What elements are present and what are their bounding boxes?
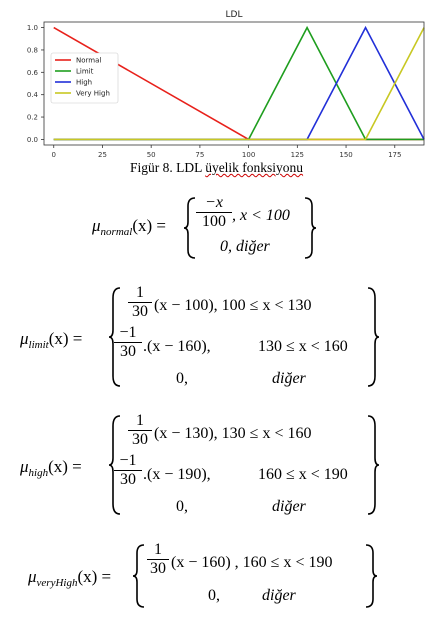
denominator: 30 xyxy=(120,471,136,488)
fraction: 1 30 xyxy=(147,541,169,578)
formula-normal: μnormal(x) = −x 100 , x < 100 0, diğer xyxy=(0,190,433,265)
case2-value: 0, xyxy=(208,587,220,604)
denominator: 30 xyxy=(132,303,148,320)
formula-veryhigh-lhs: μveryHigh(x) = xyxy=(28,567,111,589)
x-tick-label: 25 xyxy=(98,151,107,159)
x-tick-label: 75 xyxy=(195,151,204,159)
legend-label: High xyxy=(76,79,92,87)
formula-veryhigh: μveryHigh(x) = 1 30 (x − 160) , 160 ≤ x … xyxy=(0,540,433,615)
otherwise-case: 0, diğer xyxy=(220,238,270,255)
mu-subscript: normal xyxy=(100,226,133,238)
legend-label: Limit xyxy=(76,68,94,76)
numerator: −1 xyxy=(119,452,137,469)
numerator: −1 xyxy=(119,324,137,341)
formula-high-lhs: μhigh(x) = xyxy=(20,457,82,479)
case3-otherwise: diğer xyxy=(272,370,306,387)
argument: (x) = xyxy=(132,216,166,235)
denominator: 30 xyxy=(132,431,148,448)
numerator: 1 xyxy=(154,541,162,558)
case1-expression: (x − 100), 100 ≤ x < 130 xyxy=(154,297,312,314)
x-tick-label: 150 xyxy=(339,151,352,159)
x-tick-label: 50 xyxy=(147,151,156,159)
case2-otherwise: diğer xyxy=(262,587,296,604)
x-tick-label: 0 xyxy=(52,151,56,159)
case2-condition: 130 ≤ x < 160 xyxy=(258,338,348,355)
left-brace xyxy=(108,415,121,515)
mu-subscript: high xyxy=(28,467,49,479)
chart-title: LDL xyxy=(226,10,243,20)
left-brace xyxy=(132,544,145,608)
fraction: 1 30 xyxy=(128,284,152,321)
numerator: −x xyxy=(205,194,223,211)
argument: (x) = xyxy=(77,567,112,586)
argument: (x) = xyxy=(48,329,83,348)
ldl-membership-chart: LDL 0 25 50 75 100 125 150 175 0.0 0.2 0.4 0.6 0.8 1.0… xyxy=(27,10,425,159)
formula-high: μhigh(x) = 1 30 (x − 130), 130 ≤ x < 160… xyxy=(0,412,433,522)
plot-frame xyxy=(43,21,425,146)
mu-subscript: limit xyxy=(28,339,49,351)
left-brace xyxy=(108,287,121,387)
case3-value: 0, xyxy=(176,370,188,387)
case1-expression: (x − 130), 130 ≤ x < 160 xyxy=(154,425,312,442)
series-line-very-high xyxy=(53,27,425,141)
mu-symbol: μ xyxy=(20,457,29,476)
condition: , x < 100 xyxy=(232,207,290,224)
formula-limit-lhs: μlimit(x) = xyxy=(20,329,82,351)
y-tick-label: 0.8 xyxy=(27,46,38,54)
right-brace xyxy=(304,197,317,259)
denominator: 30 xyxy=(120,343,136,360)
fraction: −x 100 xyxy=(196,194,232,231)
mu-symbol: μ xyxy=(28,567,37,586)
case2-expression: .(x − 190), xyxy=(143,466,211,483)
y-tick-label: 1.0 xyxy=(27,24,38,32)
case3-value: 0, xyxy=(176,498,188,515)
right-brace xyxy=(367,415,380,515)
y-tick-label: 0.4 xyxy=(27,91,39,99)
numerator: 1 xyxy=(136,412,144,429)
case3-otherwise: diğer xyxy=(272,498,306,515)
fraction: −1 30 xyxy=(114,324,142,361)
argument: (x) = xyxy=(48,457,82,476)
x-tick-label: 125 xyxy=(291,151,304,159)
figure-caption: Figür 8. LDL üyelik fonksiyonu xyxy=(0,160,433,176)
case2-expression: .(x − 160), xyxy=(143,338,211,355)
case1-expression: (x − 160) , 160 ≤ x < 190 xyxy=(171,554,333,571)
left-brace xyxy=(183,197,196,259)
formula-limit: μlimit(x) = 1 30 (x − 100), 100 ≤ x < 13… xyxy=(0,282,433,392)
legend-box xyxy=(50,52,119,104)
y-tick-label: 0.6 xyxy=(27,69,39,77)
formula-normal-lhs: μnormal(x) = xyxy=(92,216,166,238)
mu-subscript: veryHigh xyxy=(36,577,78,589)
caption-underlined: üyelik fonksiyonu xyxy=(205,160,304,175)
mu-symbol: μ xyxy=(20,329,29,348)
case2-condition: 160 ≤ x < 190 xyxy=(258,466,348,483)
x-tick-label: 175 xyxy=(388,151,401,159)
legend-label: Normal xyxy=(76,57,101,65)
right-brace xyxy=(365,544,378,608)
denominator: 30 xyxy=(150,560,166,577)
fraction: −1 30 xyxy=(114,452,142,489)
legend-label: Very High xyxy=(76,90,110,98)
mu-symbol: μ xyxy=(92,216,101,235)
x-tick-label: 100 xyxy=(242,151,255,159)
caption-prefix: Figür 8. LDL xyxy=(129,160,206,175)
y-tick-label: 0.2 xyxy=(27,114,38,122)
y-tick-label: 0.0 xyxy=(27,136,38,144)
numerator: 1 xyxy=(136,284,144,301)
denominator: 100 xyxy=(202,213,226,230)
fraction: 1 30 xyxy=(128,412,152,449)
right-brace xyxy=(367,287,380,387)
